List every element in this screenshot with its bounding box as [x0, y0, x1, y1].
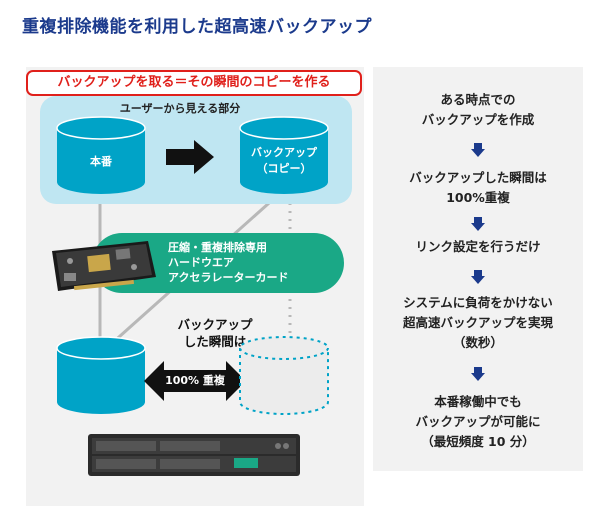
step-3: リンク設定を行うだけ — [415, 239, 541, 254]
virtual-backup-cylinder — [239, 336, 329, 415]
user-zone-label: ユーザーから見える部分 — [119, 102, 241, 115]
arrow-right-icon — [166, 140, 214, 174]
production-label: 本番 — [90, 155, 112, 168]
down-arrow-icon — [471, 367, 485, 381]
backup-storage-cylinder — [239, 116, 329, 194]
down-arrow-icon — [471, 217, 485, 231]
down-arrow-icon — [471, 143, 485, 157]
step-1: ある時点での バックアップを作成 — [421, 92, 535, 127]
page-title: 重複排除機能を利用した超高速バックアップ — [22, 17, 372, 37]
snapshot-caption: バックアップ した瞬間は — [177, 317, 253, 349]
production-storage-cylinder — [56, 116, 146, 194]
backup-label: バックアップ （コピー） — [251, 146, 317, 175]
server-appliance-image — [88, 434, 300, 476]
step-2: バックアップした瞬間は 100%重複 — [409, 170, 547, 205]
banner-note: バックアップを取る＝その瞬間のコピーを作る — [26, 70, 362, 96]
step-5: 本番稼働中でも バックアップが可能に （最短頻度 10 分） — [415, 394, 541, 449]
down-arrow-icon — [471, 270, 485, 284]
dedup-label: 100% 重複 — [165, 374, 225, 387]
double-arrow-icon — [144, 361, 246, 401]
accelerator-card-image — [52, 241, 156, 291]
accelerator-label: 圧縮・重複排除専用 ハードウエア アクセラレーターカード — [168, 241, 289, 284]
steps-panel — [373, 67, 583, 471]
production-storage-cylinder-bottom — [56, 336, 146, 414]
step-4: システムに負荷をかけない 超高速バックアップを実現 （数秒） — [402, 295, 553, 350]
